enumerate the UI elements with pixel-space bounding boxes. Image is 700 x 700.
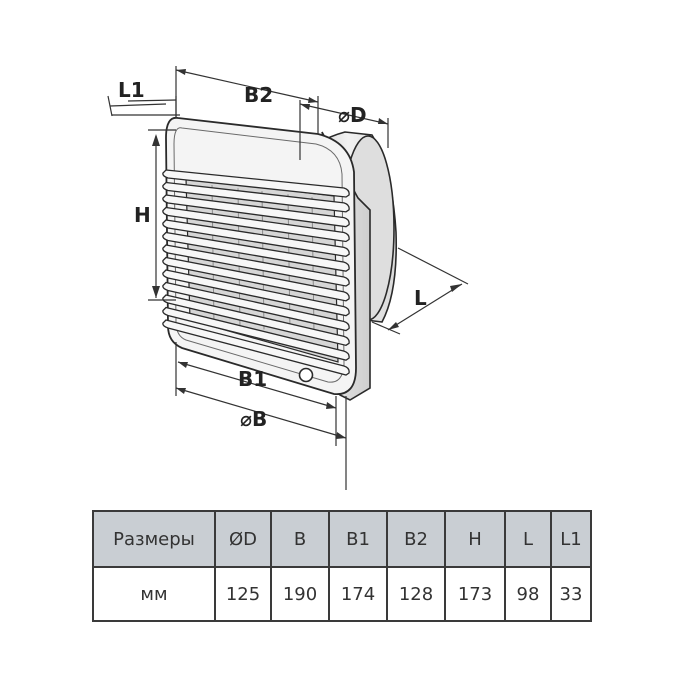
row-unit-label: мм [92, 566, 216, 622]
header-l: L [504, 510, 552, 568]
louvre-slat [162, 169, 350, 198]
louvre-slat [162, 181, 350, 213]
dimensions-table: Размеры ØD B B1 B2 H L L1 мм 125 190 174… [92, 510, 592, 622]
label-l1: L1 [118, 78, 145, 102]
value-b1: 174 [328, 566, 388, 622]
header-sizes: Размеры [92, 510, 216, 568]
louvre-slat [162, 206, 350, 243]
control-knob [298, 367, 314, 383]
value-b: 190 [270, 566, 330, 622]
header-d: ØD [214, 510, 272, 568]
value-b2: 128 [386, 566, 446, 622]
louvre-slat [162, 319, 350, 376]
label-b2: B2 [244, 83, 273, 107]
louvre-slat [162, 244, 350, 287]
louvre-slat [162, 231, 350, 272]
header-b: B [270, 510, 330, 568]
header-b1: B1 [328, 510, 388, 568]
label-d: ⌀D [338, 103, 367, 127]
fan-dimension-drawing: L1 B2 ⌀D H L B1 ⌀B [107, 66, 469, 490]
header-l1: L1 [550, 510, 592, 568]
value-d: 125 [214, 566, 272, 622]
label-l: L [414, 286, 427, 310]
dimension-lines [107, 66, 469, 490]
value-h: 173 [444, 566, 506, 622]
louvre-slat [162, 281, 350, 332]
label-b1: B1 [238, 367, 267, 391]
louvre-slat [162, 306, 350, 361]
value-l1: 33 [550, 566, 592, 622]
label-b: ⌀B [240, 407, 267, 431]
louvre-grille [162, 169, 350, 376]
value-l: 98 [504, 566, 552, 622]
table-row: мм 125 190 174 128 173 98 33 [92, 566, 592, 622]
table-header-row: Размеры ØD B B1 B2 H L L1 [92, 510, 592, 568]
louvre-slat [162, 194, 350, 228]
label-h: H [134, 203, 151, 227]
louvre-slat [162, 256, 350, 302]
header-b2: B2 [386, 510, 446, 568]
louvre-slat [162, 219, 350, 258]
header-h: H [444, 510, 506, 568]
louvre-slat [162, 269, 350, 317]
